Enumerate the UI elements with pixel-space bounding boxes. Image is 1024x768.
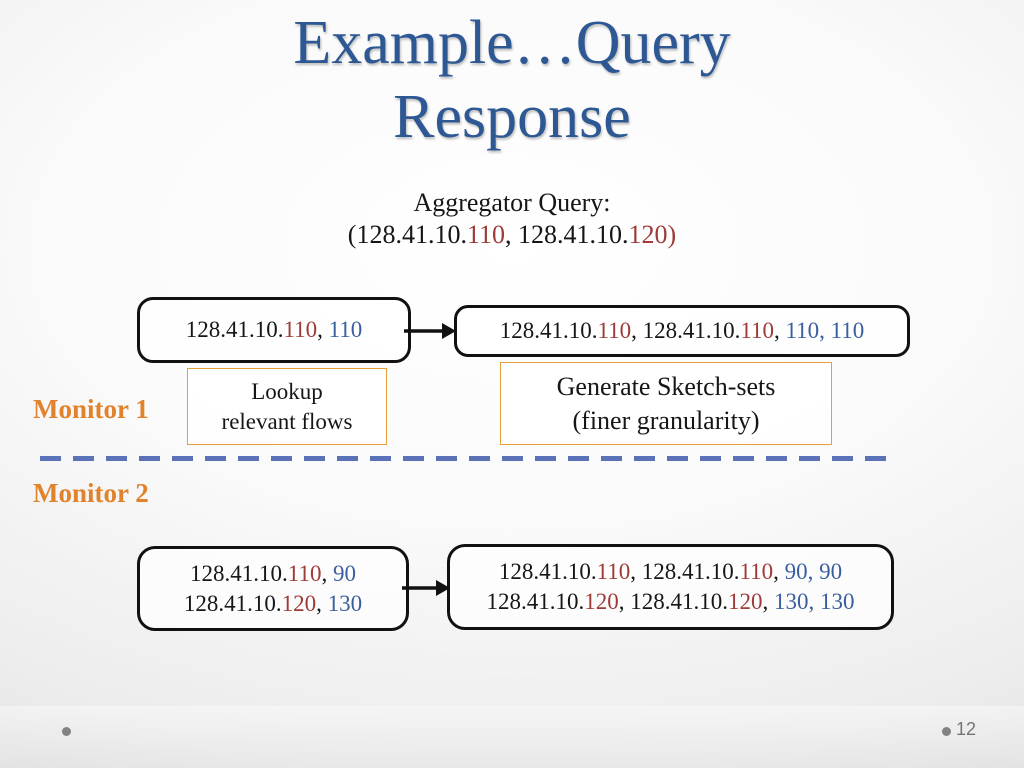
flow-value: 90 [332,560,356,586]
ip-suffix: 120 [281,590,317,616]
aggregator-query-value: (128.41.10.110, 128.41.10.120) [0,219,1024,251]
flow-value: 110 [830,318,865,343]
flow-value: 90 [784,559,808,584]
footer-bullet-icon [942,727,951,736]
arrow-right-icon [402,580,450,596]
ip-prefix: 128.41.10. [190,560,288,586]
ip-suffix: 110 [740,318,774,343]
arrow-right-icon [404,323,456,339]
monitor1-label: Monitor 1 [33,394,149,424]
ip-suffix: 110 [287,560,322,586]
lookup-flows-line1: Lookup [251,378,323,404]
monitor2-label: Monitor 2 [33,478,149,508]
slide-title-line2: Response [393,83,631,151]
page-number: 12 [956,719,977,739]
separator: , [773,559,785,584]
flow-value: 90 [819,559,843,584]
generate-sketchsets-box: Generate Sketch-sets (finer granularity) [500,362,832,445]
monitor1-input-box: 128.41.10.110, 110 [137,297,411,363]
ip-suffix: 110 [466,220,506,249]
separator: , [774,318,786,343]
flow-entry: 128.41.10.110, 110 [186,315,363,345]
flow-value: 130 [327,590,363,616]
separator: , [808,589,820,614]
ip-prefix: 128.41.10. [185,317,284,342]
separator: , [317,317,329,342]
sketch-entry: 128.41.10.110, 128.41.10.110, 110, 110 [500,316,865,346]
ip-prefix: , 128.41.10. [618,589,728,614]
ip-prefix: , 128.41.10. [505,220,629,249]
aggregator-query: Aggregator Query: (128.41.10.110, 128.41… [0,187,1024,251]
footer-band [0,706,1024,768]
separator: , [321,560,333,586]
ip-suffix: 110 [597,318,632,343]
monitor-divider [40,456,898,461]
flow-value: 110 [785,318,820,343]
slide-title-line1: Example…Query [293,9,731,77]
generate-sketchsets-line1: Generate Sketch-sets [556,371,776,401]
ip-prefix: 128.41.10. [486,589,585,614]
sketch-entry: 128.41.10.110, 128.41.10.110, 90, 90 [499,557,842,587]
separator: , [819,318,831,343]
ip-suffix: 120) [628,220,677,249]
flow-value: 110 [328,317,363,342]
lookup-flows-line2: relevant flows [221,408,353,434]
flow-value: 130 [820,589,855,614]
ip-suffix: 120 [728,589,763,614]
aggregator-query-label: Aggregator Query: [413,188,611,217]
ip-prefix: 128.41.10. [498,559,597,584]
ip-suffix: 110 [739,559,774,584]
ip-prefix: 128.41.10. [183,590,282,616]
lookup-flows-box: Lookup relevant flows [187,368,387,445]
ip-suffix: 110 [283,317,318,342]
separator: , [807,559,820,584]
ip-suffix: 120 [584,589,619,614]
monitor1-output-box: 128.41.10.110, 128.41.10.110, 110, 110 [454,305,910,357]
monitor2-output-box: 128.41.10.110, 128.41.10.110, 90, 90 128… [447,544,894,630]
flow-value: 130 [774,589,809,614]
ip-prefix: , 128.41.10. [630,559,740,584]
ip-prefix: 128.41.10. [499,318,598,343]
sketch-entry: 128.41.10.120, 128.41.10.120, 130, 130 [487,587,855,617]
separator: , [316,590,328,616]
flow-entry: 128.41.10.110, 90 [190,559,356,589]
monitor2-input-box: 128.41.10.110, 90 128.41.10.120, 130 [137,546,409,631]
separator: , [762,589,774,614]
footer-bullet-icon [62,727,71,736]
generate-sketchsets-line2: (finer granularity) [572,405,760,435]
ip-prefix: (128.41.10. [347,220,467,249]
ip-suffix: 110 [596,559,631,584]
slide-title: Example…Query Response [0,6,1024,154]
ip-prefix: , 128.41.10. [631,318,741,343]
flow-entry: 128.41.10.120, 130 [184,589,362,619]
